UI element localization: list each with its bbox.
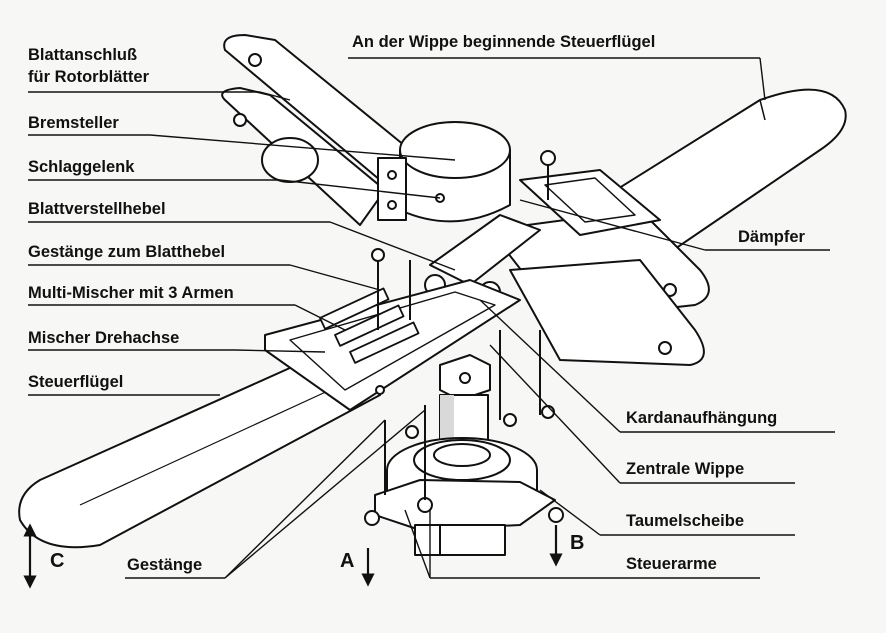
label-taumelscheibe: Taumelscheibe bbox=[626, 512, 744, 530]
blade-holder-upper bbox=[223, 34, 411, 181]
label-axis-b: B bbox=[570, 532, 585, 554]
label-steuerfluegel-top: An der Wippe beginnende Steuerflügel bbox=[352, 33, 656, 51]
blade-holder-right-lower bbox=[509, 259, 705, 366]
multi-mixer-rods bbox=[319, 287, 420, 364]
control-arms-ring bbox=[374, 479, 556, 531]
damper-frame bbox=[519, 169, 661, 236]
label-axis-c: C bbox=[50, 550, 65, 572]
label-mischer-drehachse: Mischer Drehachse bbox=[28, 329, 180, 347]
label-kardanaufhaengung: Kardanaufhängung bbox=[626, 409, 778, 427]
brake-disc bbox=[399, 121, 511, 179]
pitch-lever-arm bbox=[429, 214, 541, 286]
label-zentrale-wippe: Zentrale Wippe bbox=[626, 460, 745, 478]
label-schlaggelenk: Schlaggelenk bbox=[28, 158, 135, 176]
label-multi-mischer: Multi-Mischer mit 3 Armen bbox=[28, 284, 234, 302]
label-gestaenge: Gestänge bbox=[127, 556, 203, 574]
label-blattanschluss-1: Blattanschluß bbox=[28, 46, 138, 64]
label-blattverstellhebel: Blattverstellhebel bbox=[28, 200, 166, 218]
label-bremsteller: Bremsteller bbox=[28, 114, 119, 132]
label-gestaenge-blatthebel: Gestänge zum Blatthebel bbox=[28, 243, 226, 261]
label-steuerarme: Steuerarme bbox=[626, 555, 717, 573]
label-axis-a: A bbox=[340, 550, 355, 572]
label-daempfer: Dämpfer bbox=[738, 228, 805, 246]
label-steuerfluegel: Steuerflügel bbox=[28, 373, 124, 391]
label-blattanschluss-2: für Rotorblätter bbox=[28, 68, 149, 86]
